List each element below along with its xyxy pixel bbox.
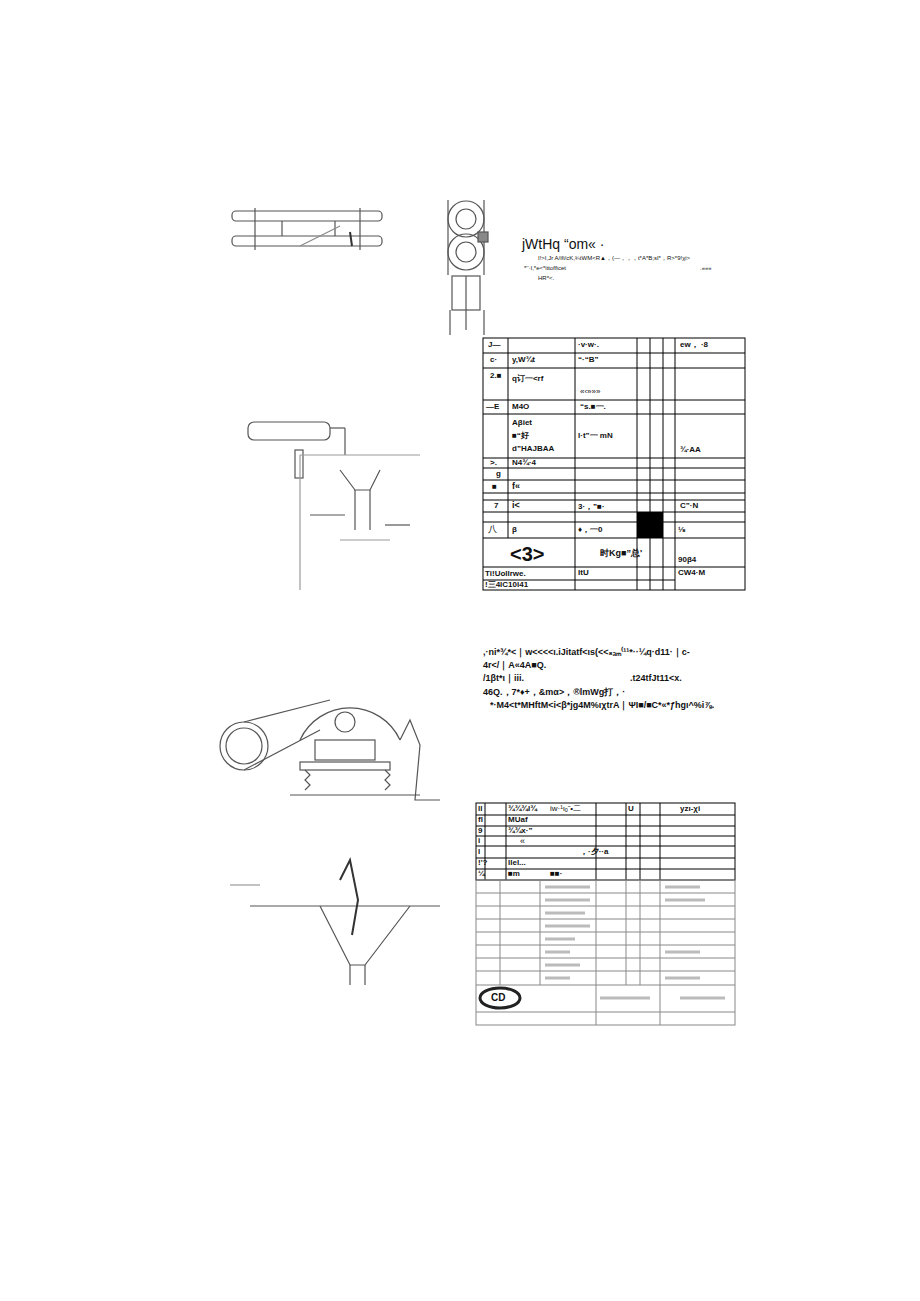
label-text: ，·夕··a bbox=[580, 848, 608, 857]
label-text: llel... bbox=[508, 859, 526, 868]
label-text: <3> bbox=[510, 543, 544, 565]
label-text: 7 bbox=[494, 502, 498, 511]
label-text: N4¾·4 bbox=[512, 459, 536, 468]
label-text: Ti!Uollrwe. bbox=[485, 570, 526, 579]
label-text: «‹»»» bbox=[580, 388, 600, 397]
label-text: ■■· bbox=[550, 870, 562, 879]
label-text: ¹⁄₈ bbox=[678, 526, 686, 535]
label-text: « bbox=[520, 837, 525, 847]
label-text: J— bbox=[488, 341, 500, 350]
label-text: 46Q.，7*♦+，&mα>，®lmWg打，· bbox=[483, 688, 625, 698]
label-text: —E bbox=[486, 403, 499, 412]
label-text: ♦，一0 bbox=[578, 526, 603, 535]
label-text: *·M4<t*MHftM<i<β*jg4M%ιχtrA｜ΨI■/■C*«*ƒhg… bbox=[490, 701, 714, 711]
label-text: I!>I,Jr A/ifi/cK,¾tWM<R▲，(—，，，t*A*B;sI*，… bbox=[538, 255, 690, 262]
label-text: /1βt*ι｜iii. bbox=[483, 674, 524, 684]
label-text: β bbox=[512, 526, 517, 535]
label-text: ¾¾¾l¾ bbox=[508, 805, 537, 814]
label-text: 八 bbox=[488, 525, 497, 535]
label-text: ■“好 bbox=[512, 432, 529, 441]
label-text: g bbox=[496, 470, 501, 479]
label-text: ew， ·8 bbox=[680, 341, 708, 350]
label-text: *'‘·l,*e<*ittofficet bbox=[524, 265, 566, 272]
label-text: l·t”一 mN bbox=[578, 432, 613, 441]
label-text: ■ bbox=[492, 483, 497, 492]
label-text: CD bbox=[491, 992, 505, 1003]
label-text: i< bbox=[512, 501, 520, 511]
label-text: ¾¾x·” bbox=[508, 827, 532, 836]
label-text: CW4·M bbox=[678, 569, 705, 578]
label-text: ll bbox=[478, 805, 482, 814]
label-text: i bbox=[478, 837, 480, 846]
label-text: iw·¹ιₒ˜•二 bbox=[550, 805, 581, 814]
label-text: 90β4 bbox=[678, 556, 696, 565]
label-text: >. bbox=[490, 459, 497, 468]
label-text: 2.■ bbox=[490, 372, 502, 381]
label-text: 9 bbox=[478, 827, 482, 836]
label-text: jWtHq “om« · bbox=[522, 237, 604, 252]
label-text: l bbox=[478, 848, 480, 857]
label-text: ItU bbox=[578, 569, 589, 578]
label-text: ■m bbox=[508, 870, 520, 879]
label-text: M4O bbox=[512, 403, 529, 412]
label-text: !'? bbox=[478, 859, 487, 868]
label-text: !三4lC10l41 bbox=[485, 581, 528, 590]
label-text: “·“B” bbox=[578, 356, 598, 365]
label-text: ,·ni*¾*<｜w<<<<ι.iJitatf<ιs(<<₈ₐₘ⁽¹¹*··¼q… bbox=[483, 648, 690, 658]
label-text: ¼ bbox=[478, 870, 485, 879]
label-text: 4r</｜A«4A■Q. bbox=[483, 661, 546, 671]
label-text: yzι-χi bbox=[680, 805, 700, 814]
label-text: U bbox=[628, 805, 634, 814]
label-text: f« bbox=[512, 482, 520, 492]
label-text: y,W¾t bbox=[512, 356, 535, 365]
label-text: “s.■一. bbox=[580, 403, 606, 412]
label-text: ¾·AA bbox=[680, 446, 701, 455]
label-text: 时Kg■”总' bbox=[600, 549, 642, 559]
label-text: C”·N bbox=[680, 502, 698, 511]
label-text: .««« bbox=[700, 265, 712, 272]
label-text: Aβiet bbox=[512, 419, 532, 428]
label-text: c· bbox=[490, 356, 497, 365]
label-text: ·v·w·. bbox=[578, 341, 599, 350]
label-text: q订一<rf bbox=[512, 375, 543, 384]
label-text: d”HAJBAA bbox=[512, 445, 554, 454]
label-text: fl bbox=[478, 816, 483, 825]
label-text: 3·，”■· bbox=[578, 503, 605, 512]
label-text: .t24tfJt11<x. bbox=[630, 674, 682, 684]
label-text: MUaf bbox=[508, 816, 528, 825]
label-text: HR*<. bbox=[538, 275, 554, 282]
